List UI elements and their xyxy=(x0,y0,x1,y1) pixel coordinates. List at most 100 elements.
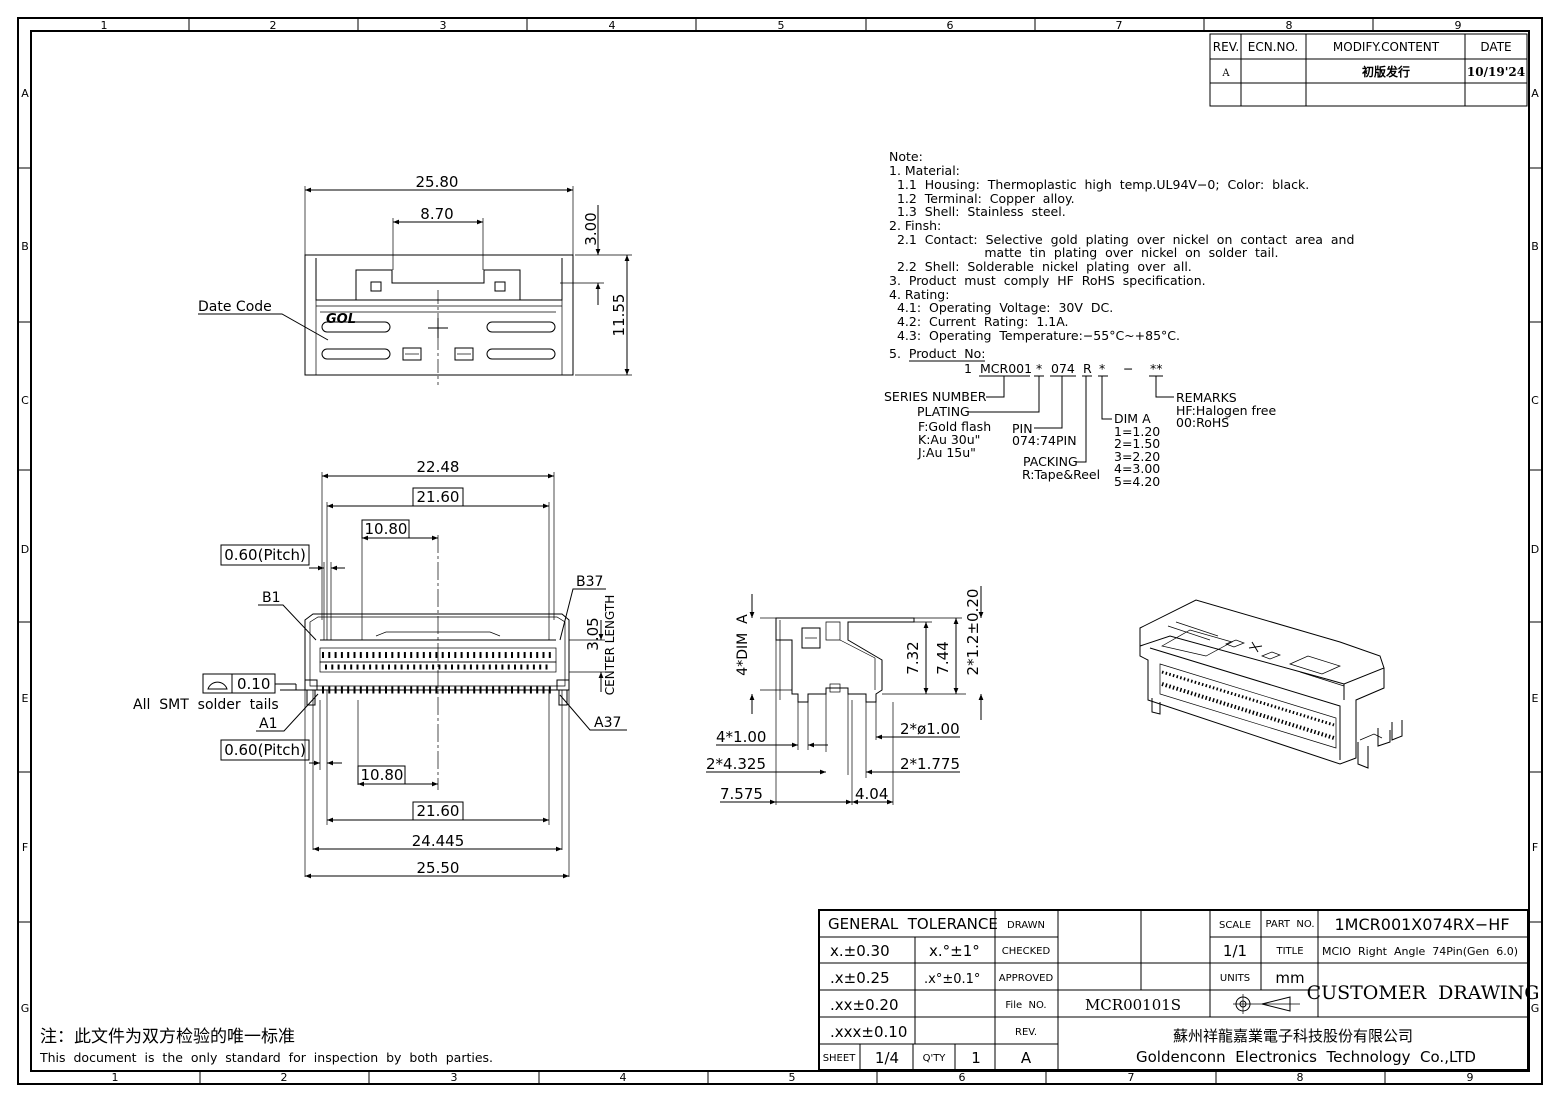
plating-label: PLATING xyxy=(917,404,970,419)
zone-top-1: 1 xyxy=(101,19,108,32)
zone-bottom-8: 8 xyxy=(1297,1071,1304,1084)
pn-pin: 074 xyxy=(1051,361,1075,376)
dim-25-80: 25.80 xyxy=(416,173,459,191)
front-view: 22.48 21.60 10.80 0.60(Pitch) B1 B37 xyxy=(133,458,627,879)
dim-a-value: 3=2.20 xyxy=(1114,449,1160,464)
projection-symbol xyxy=(1233,994,1300,1014)
dim-21-60-bottom: 21.60 xyxy=(417,802,460,820)
dim-2-1-2: 2*1.2±0.20 xyxy=(964,589,982,676)
zone-left-e: E xyxy=(22,692,29,705)
note-line: 2. Finsh: xyxy=(889,218,941,233)
dim-7-32: 7.32 xyxy=(904,641,922,674)
remarks-hf: HF:Halogen free xyxy=(1176,403,1276,418)
dim-21-60-top: 21.60 xyxy=(417,488,460,506)
dim-24-445: 24.445 xyxy=(412,832,465,850)
dim-a-value: 5=4.20 xyxy=(1114,474,1160,489)
note-line: 2.2 Shell: Solderable nickel plating ove… xyxy=(889,259,1192,274)
tolerance-xxx: .xx±0.20 xyxy=(830,996,899,1014)
zone-right-g: G xyxy=(1531,1002,1540,1015)
zone-bottom-9: 9 xyxy=(1467,1071,1474,1084)
isometric-view xyxy=(1139,599,1403,769)
zone-right-c: C xyxy=(1531,394,1539,407)
customer-drawing: CUSTOMER DRAWING xyxy=(1307,982,1540,1004)
zone-top-5: 5 xyxy=(778,19,785,32)
note-line: 1.1 Housing: Thermoplastic high temp.UL9… xyxy=(889,177,1309,192)
title-block: GENERAL TOLERANCE x.±0.30 x.°±1° .x±0.25… xyxy=(818,909,1540,1071)
tolerance-x: x.±0.30 xyxy=(830,942,890,960)
dim-a-value: 2=1.50 xyxy=(1114,436,1160,451)
top-view: 25.80 8.70 3.00 11.55 GOL Date Code xyxy=(198,173,632,385)
pn-dash: − xyxy=(1123,361,1133,376)
packing-value: R:Tape&Reel xyxy=(1022,467,1100,482)
pn-packing: R xyxy=(1083,361,1092,376)
scale-label: SCALE xyxy=(1219,920,1251,931)
pn-dim-star: * xyxy=(1099,361,1105,376)
rev-header-date: DATE xyxy=(1480,40,1511,54)
rev-header-content: MODIFY.CONTENT xyxy=(1333,40,1440,54)
rev-row-date: 10/19'24 xyxy=(1467,65,1525,79)
zone-right-f: F xyxy=(1532,841,1538,854)
plating-f: F:Gold flash xyxy=(918,419,991,434)
zone-left-b: B xyxy=(21,240,29,253)
side-view: 4*DIM A 7.32 7.44 2*1.2±0.20 4*1.00 2*ø1… xyxy=(706,586,984,805)
sheet-value: 1/4 xyxy=(875,1049,899,1067)
tolerance-xxxx: .xxx±0.10 xyxy=(830,1023,907,1041)
units-value: mm xyxy=(1275,969,1304,987)
plating-k: K:Au 30u" xyxy=(918,432,980,447)
dim-11-55: 11.55 xyxy=(610,294,628,337)
note-line: matte tin plating over nickel on solder … xyxy=(889,245,1278,260)
zone-top-9: 9 xyxy=(1455,19,1462,32)
flatness-value: 0.10 xyxy=(237,675,270,693)
smt-note: All SMT solder tails xyxy=(133,697,279,713)
note-line: 1.3 Shell: Stainless steel. xyxy=(889,204,1066,219)
b1-label: B1 xyxy=(262,590,281,606)
remarks-label: REMARKS xyxy=(1176,390,1237,405)
product-no-title: 5. Product No: xyxy=(889,346,986,361)
note-line: 1.2 Terminal: Copper alloy. xyxy=(889,191,1075,206)
qty-value: 1 xyxy=(971,1049,981,1067)
dim-25-50: 25.50 xyxy=(417,859,460,877)
a1-label: A1 xyxy=(259,716,277,732)
approved-label: APPROVED xyxy=(999,973,1054,984)
pn-plating-star: * xyxy=(1036,361,1042,376)
gol-logo: GOL xyxy=(326,312,356,327)
zone-top-8: 8 xyxy=(1286,19,1293,32)
zone-top-6: 6 xyxy=(947,19,954,32)
dim-a-label: DIM A xyxy=(1114,411,1151,426)
title-value: MCIO Right Angle 74Pin(Gen 6.0) xyxy=(1322,945,1518,958)
footer-note: 注：此文件为双方检验的唯一标准 This document is the onl… xyxy=(39,1027,493,1065)
checked-label: CHECKED xyxy=(1002,946,1051,957)
zone-top-7: 7 xyxy=(1116,19,1123,32)
zone-top-2: 2 xyxy=(270,19,277,32)
dim-8-70: 8.70 xyxy=(420,205,453,223)
date-code-label: Date Code xyxy=(198,299,272,315)
note-line: 2.1 Contact: Selective gold plating over… xyxy=(889,232,1354,247)
dim-a-value: 1=1.20 xyxy=(1114,424,1160,439)
zone-bottom-1: 1 xyxy=(112,1071,119,1084)
zone-right-e: E xyxy=(1532,692,1539,705)
plating-j: J:Au 15u" xyxy=(917,445,976,460)
rev-value: A xyxy=(1021,1049,1032,1067)
zone-left-g: G xyxy=(21,1002,30,1015)
scale-value: 1/1 xyxy=(1223,942,1247,960)
zone-top-4: 4 xyxy=(609,19,616,32)
note-line: 4.1: Operating Voltage: 30V DC. xyxy=(889,300,1113,315)
drawn-label: DRAWN xyxy=(1007,920,1045,931)
zone-right-b: B xyxy=(1531,240,1539,253)
pin-label: PIN xyxy=(1012,421,1033,436)
pn-prefix: 1 xyxy=(964,361,972,376)
zone-bottom-2: 2 xyxy=(281,1071,288,1084)
dim-4-1-00: 4*1.00 xyxy=(716,728,766,746)
note-line: 4. Rating: xyxy=(889,287,949,302)
units-label: UNITS xyxy=(1220,973,1250,984)
note-line: 4.3: Operating Temperature:−55°C~+85°C. xyxy=(889,328,1180,343)
general-tolerance: GENERAL TOLERANCE xyxy=(828,915,998,933)
note-line: 1. Material: xyxy=(889,163,960,178)
zone-top-3: 3 xyxy=(440,19,447,32)
qty-label: Q'TY xyxy=(923,1053,947,1064)
zone-left-a: A xyxy=(21,87,29,100)
company-name-cn: 蘇州祥龍嘉業電子科技股份有限公司 xyxy=(1173,1027,1413,1045)
rev-row-content: 初版发行 xyxy=(1362,64,1410,79)
zone-left-d: D xyxy=(21,543,29,556)
pin-value: 074:74PIN xyxy=(1012,433,1077,448)
